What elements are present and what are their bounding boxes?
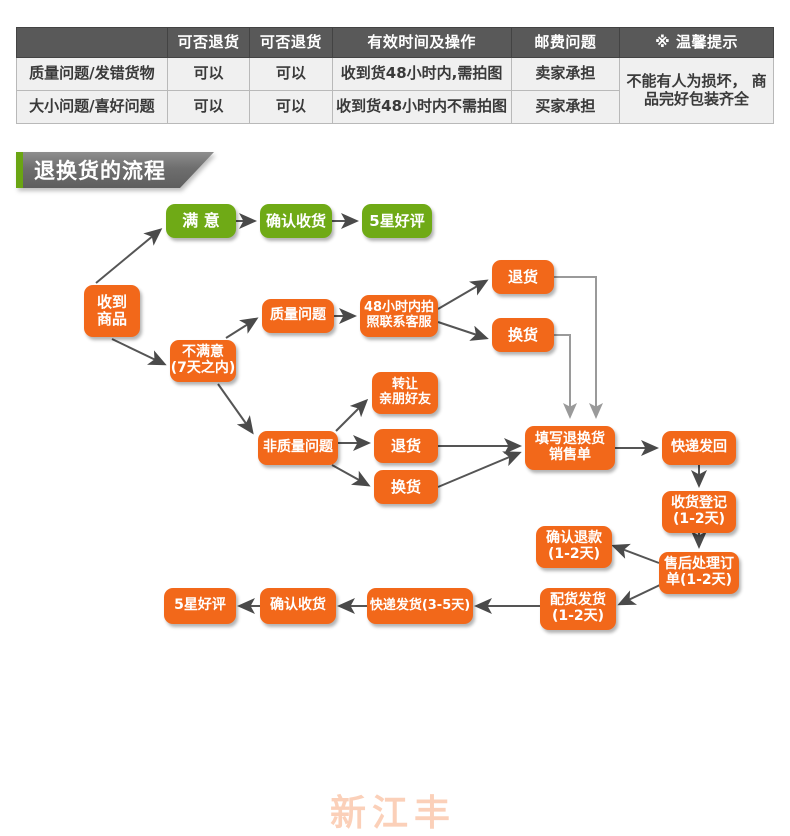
table-row: 质量问题/发错货物 可以 可以 收到货48小时内,需拍图 卖家承担 不能有人为损… xyxy=(16,57,774,124)
header-cell-shipping: 邮费问题 xyxy=(510,27,621,58)
flow-node-photo48: 48小时内拍 照联系客服 xyxy=(360,295,438,337)
header-cell-returnable: 可否退货 xyxy=(166,27,251,58)
flow-node-refund: 确认退款 (1-2天) xyxy=(536,526,612,568)
flow-node-aftersale: 售后处理订 单(1-2天) xyxy=(659,552,739,594)
cell-timing-quality: 收到货48小时内,需拍图 xyxy=(331,57,512,91)
cell-exchangeable-quality: 可以 xyxy=(249,57,333,91)
cell-shipping-quality: 卖家承担 xyxy=(510,57,621,91)
policy-table-container: 可否退货 可否退货 有效时间及操作 邮费问题 ※ 温馨提示 质量问题/发错货物 … xyxy=(16,27,774,124)
flow-node-exchange1: 换货 xyxy=(374,470,438,504)
flow-node-confirm1: 确认收货 xyxy=(260,204,332,238)
header-cell-blank xyxy=(16,27,168,58)
flow-node-express35: 快递发货(3-5天) xyxy=(367,588,473,624)
cell-timing-size: 收到货48小时内不需拍图 xyxy=(331,90,512,124)
flow-node-quality: 质量问题 xyxy=(262,299,334,333)
banner-tail-shape xyxy=(180,152,214,188)
header-cell-exchangeable: 可否退货 xyxy=(249,27,333,58)
row-label-quality: 质量问题/发错货物 xyxy=(16,57,168,91)
flow-node-return2: 退货 xyxy=(492,260,554,294)
cell-notice: 不能有人为损坏， 商品完好包装齐全 xyxy=(619,57,774,124)
flow-node-satisfied: 满 意 xyxy=(166,204,236,238)
cell-returnable-quality: 可以 xyxy=(166,57,251,91)
table-row: 大小问题/喜好问题 可以 可以 收到货48小时内不需拍图 买家承担 xyxy=(16,90,774,124)
policy-table-header: 可否退货 可否退货 有效时间及操作 邮费问题 ※ 温馨提示 xyxy=(16,27,774,58)
banner-title: 退换货的流程 xyxy=(23,152,180,188)
brand-watermark: 新江丰 xyxy=(330,793,457,834)
flow-node-return1: 退货 xyxy=(374,429,438,463)
flow-node-exchange2: 换货 xyxy=(492,318,554,352)
flow-node-dispatch: 配货发货 (1-2天) xyxy=(540,588,616,630)
flow-node-transfer: 转让 亲朋好友 xyxy=(372,372,438,414)
flow-node-confirm2: 确认收货 xyxy=(260,588,336,624)
row-label-size: 大小问题/喜好问题 xyxy=(16,90,168,124)
flow-node-received: 收到 商品 xyxy=(84,285,140,337)
table-header-row: 可否退货 可否退货 有效时间及操作 邮费问题 ※ 温馨提示 xyxy=(16,27,774,58)
policy-table: 可否退货 可否退货 有效时间及操作 邮费问题 ※ 温馨提示 质量问题/发错货物 … xyxy=(16,27,774,124)
cell-returnable-size: 可以 xyxy=(166,90,251,124)
flow-node-star2: 5星好评 xyxy=(164,588,236,624)
banner-accent-bar xyxy=(16,152,23,188)
header-cell-timing: 有效时间及操作 xyxy=(331,27,512,58)
flow-node-shipback: 快递发回 xyxy=(662,431,736,465)
header-cell-notice: ※ 温馨提示 xyxy=(619,27,774,58)
flow-node-nonquality: 非质量问题 xyxy=(258,431,338,465)
policy-table-body: 质量问题/发错货物 可以 可以 收到货48小时内,需拍图 卖家承担 不能有人为损… xyxy=(16,57,774,124)
flow-node-star1: 5星好评 xyxy=(362,204,432,238)
flow-node-unsatisfied: 不满意 (7天之内) xyxy=(170,340,236,382)
flowchart-connectors xyxy=(95,213,707,614)
flow-node-register: 收货登记 (1-2天) xyxy=(662,491,736,533)
cell-shipping-size: 买家承担 xyxy=(510,90,621,124)
flow-node-form: 填写退换货 销售单 xyxy=(525,426,615,470)
section-banner: 退换货的流程 xyxy=(16,152,214,188)
cell-exchangeable-size: 可以 xyxy=(249,90,333,124)
